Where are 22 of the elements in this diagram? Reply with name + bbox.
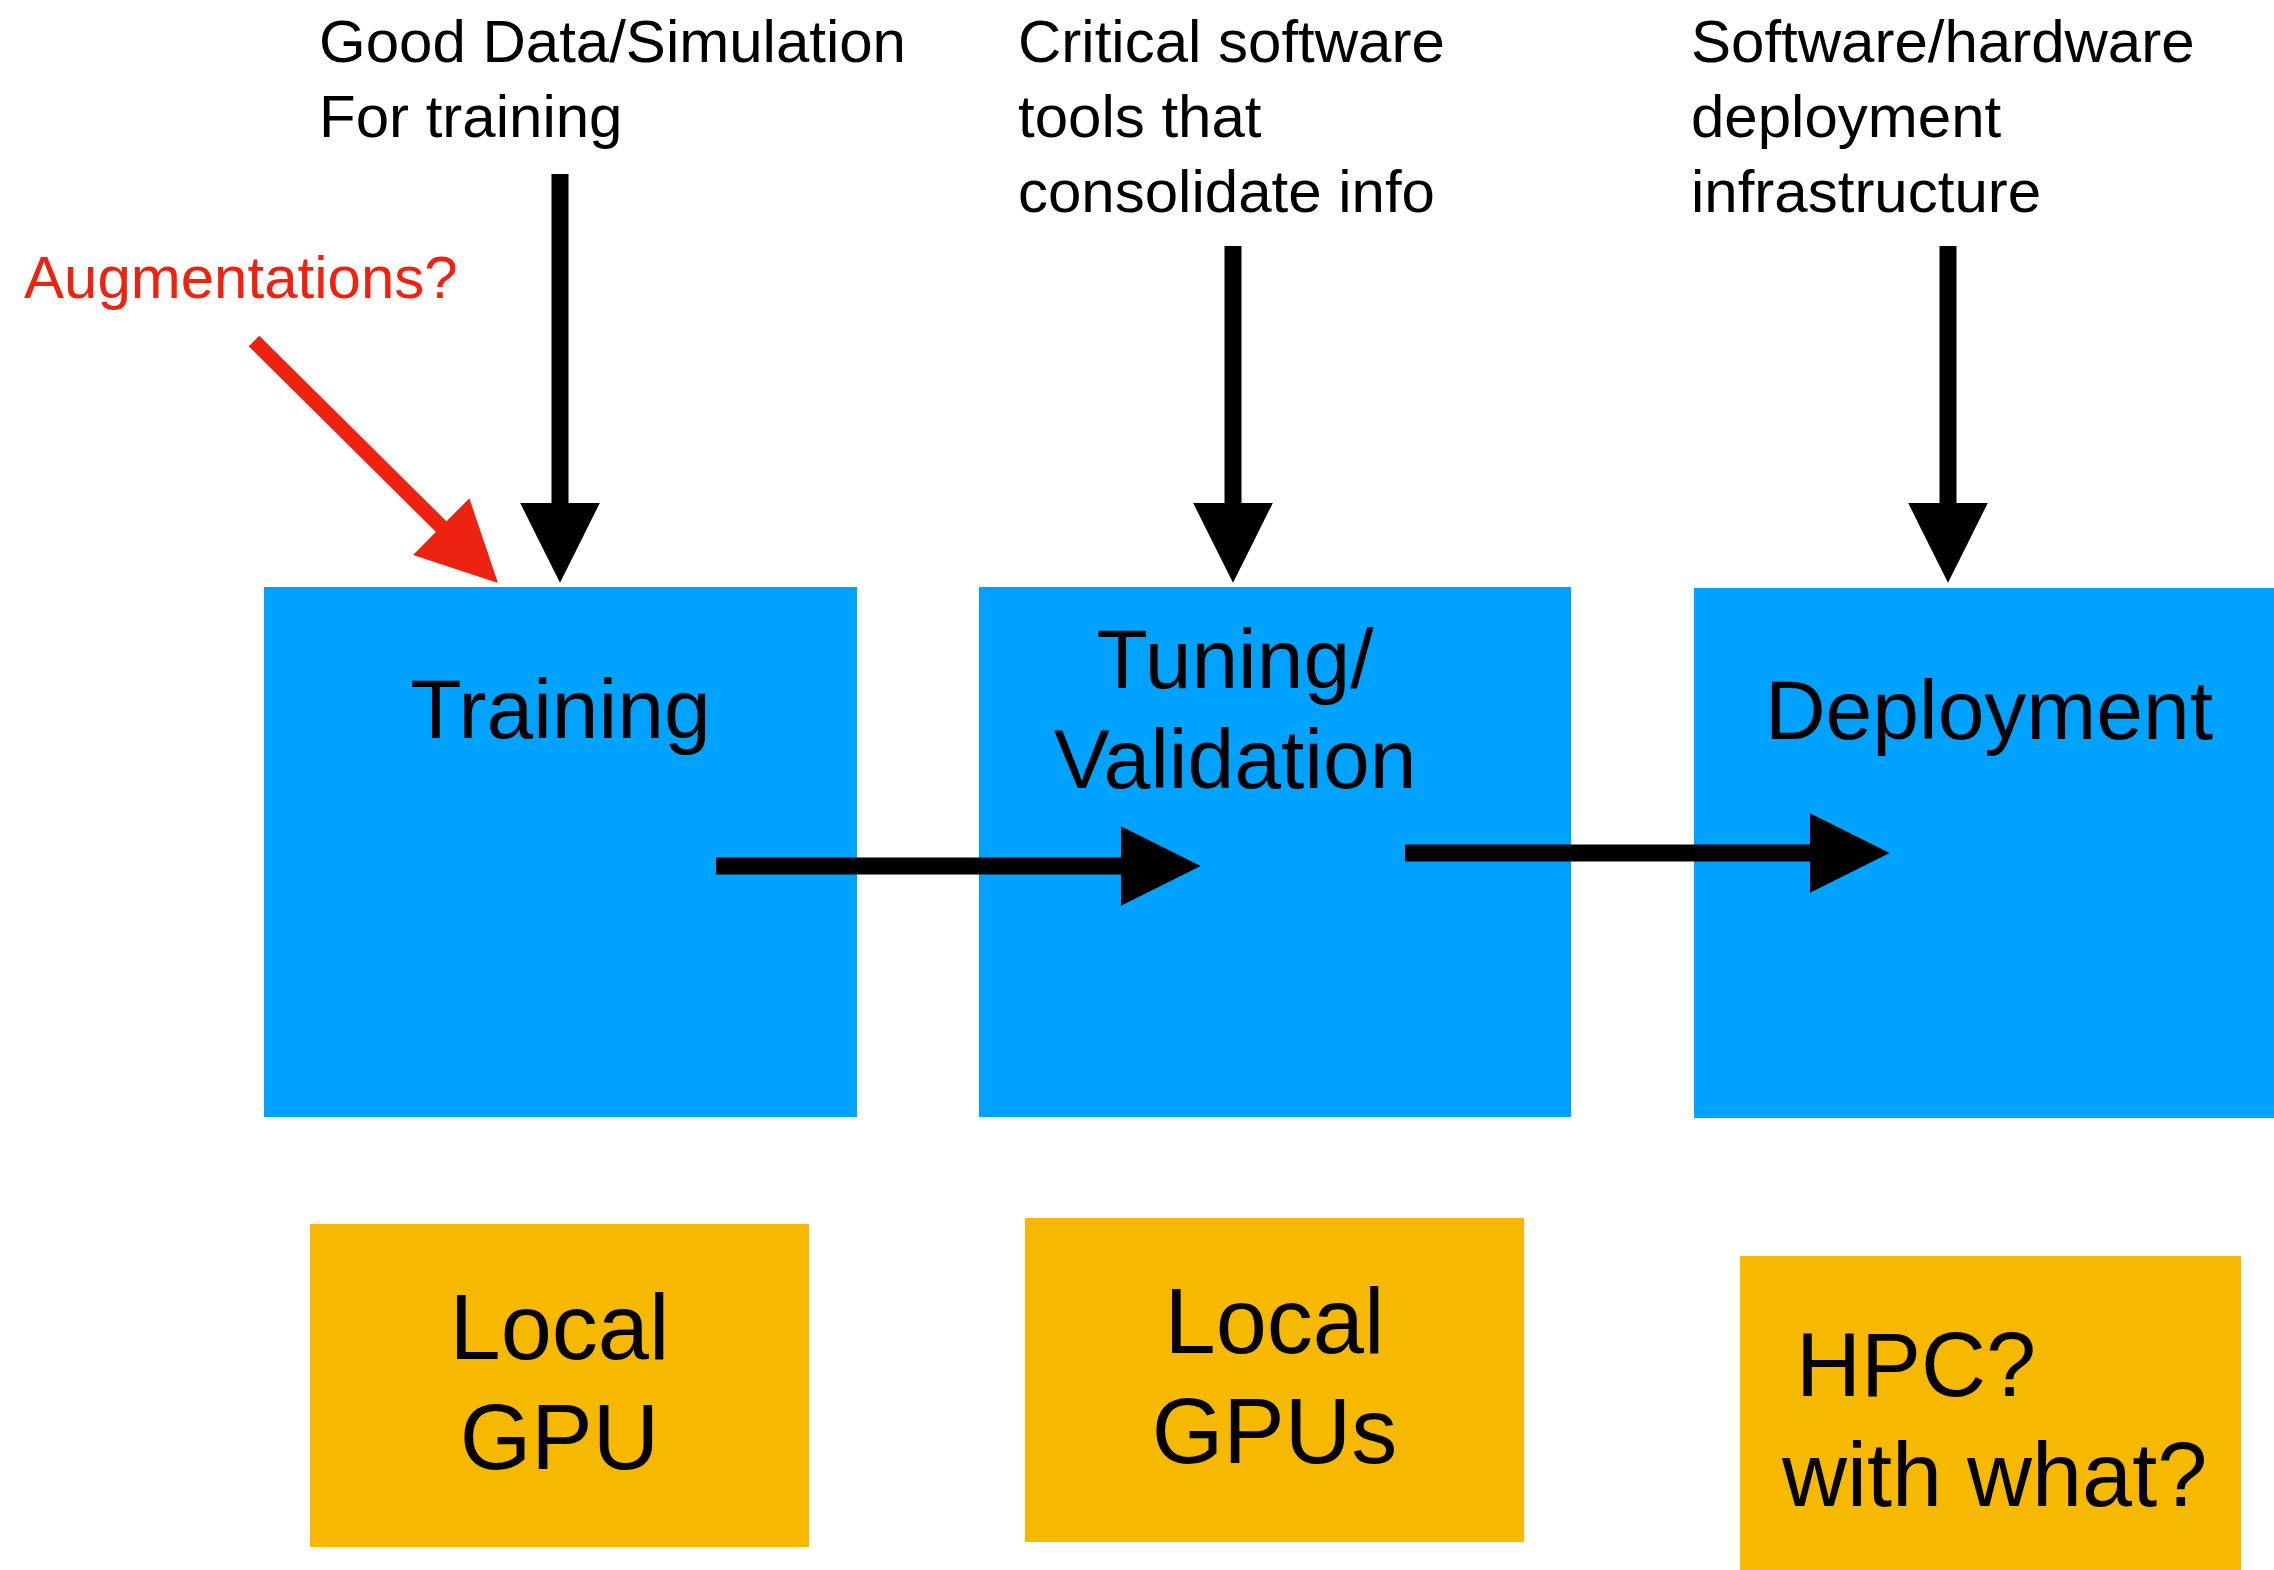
resource-label: Local GPUs bbox=[1150, 1269, 1399, 1484]
arrow bbox=[716, 826, 1201, 906]
process-label: Tuning/ Validation bbox=[1052, 611, 1418, 808]
arrow bbox=[1908, 246, 1988, 583]
process-box bbox=[264, 587, 857, 1117]
arrow bbox=[1193, 246, 1273, 583]
resource-box bbox=[1740, 1256, 2241, 1570]
annotation-text: Software/hardware deployment infrastructure bbox=[1691, 4, 2261, 229]
resource-box bbox=[1025, 1218, 1524, 1542]
annotation-text: Critical software tools that consolidate info bbox=[1018, 4, 1498, 229]
arrow bbox=[248, 335, 498, 583]
process-box bbox=[979, 587, 1571, 1117]
resource-label: HPC? with what? bbox=[1782, 1314, 2209, 1527]
resource-box bbox=[310, 1224, 809, 1547]
process-box bbox=[1694, 588, 2274, 1118]
process-label: Deployment bbox=[1763, 662, 2215, 759]
annotation-text: Augmentations? bbox=[24, 240, 504, 315]
arrow bbox=[1405, 813, 1890, 893]
annotation-text: Good Data/Simulation For training bbox=[319, 4, 999, 154]
resource-label: Local GPU bbox=[448, 1275, 671, 1490]
arrow bbox=[520, 174, 600, 583]
process-label: Training bbox=[409, 661, 712, 758]
